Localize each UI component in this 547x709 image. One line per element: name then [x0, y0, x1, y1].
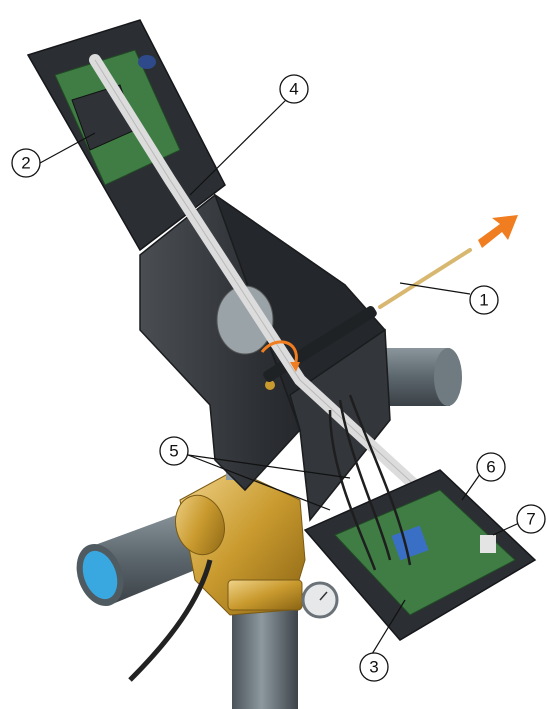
signal-wires	[328, 394, 412, 571]
callout-4: 4	[279, 74, 309, 104]
callout-1: 1	[469, 285, 499, 315]
housing-body	[139, 193, 391, 522]
svg-text:2: 2	[21, 154, 30, 173]
svg-text:6: 6	[486, 458, 495, 477]
bottom-lid	[303, 469, 537, 641]
right-pipe	[380, 348, 462, 406]
svg-text:5: 5	[169, 442, 178, 461]
callout-2: 2	[11, 148, 41, 178]
brass-valve	[175, 460, 306, 616]
svg-text:3: 3	[369, 658, 378, 677]
pin-rod	[378, 248, 472, 309]
callout-3: 3	[359, 652, 389, 682]
svg-text:4: 4	[289, 80, 298, 99]
callout-7: 7	[516, 504, 546, 534]
sensor-cable	[128, 559, 213, 682]
left-pipe	[76, 510, 200, 606]
pressure-gauge	[301, 581, 339, 619]
rotate-arrow-icon	[260, 340, 298, 363]
bottom-pipe	[232, 600, 298, 709]
callout-leaders	[39, 92, 531, 655]
callout-6: 6	[476, 452, 506, 482]
svg-text:7: 7	[526, 510, 535, 529]
svg-text:1: 1	[479, 291, 488, 310]
arrow-icon	[478, 215, 518, 248]
callout-5: 5	[159, 436, 189, 466]
